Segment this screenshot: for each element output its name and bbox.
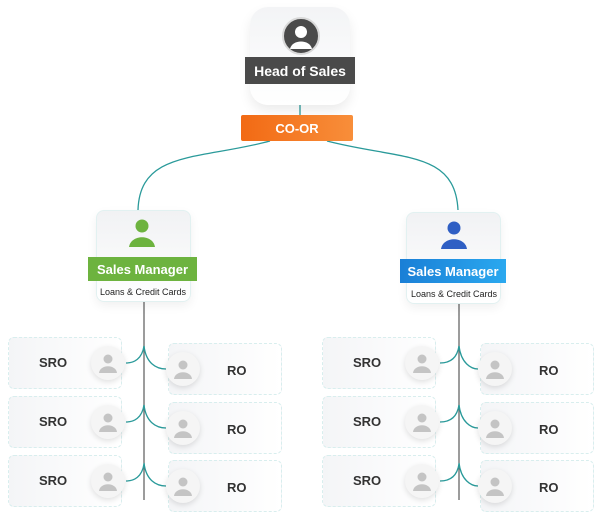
user-icon [405,464,439,498]
user-icon [282,17,320,55]
branch-connector [143,345,167,370]
role-label: RO [227,422,247,437]
sales-manager-label-left: Sales Manager [88,257,197,281]
role-label: SRO [353,414,382,429]
role-label: SRO [39,473,68,488]
user-icon [405,405,439,439]
role-label: RO [227,363,247,378]
branch-connector [439,404,460,423]
user-icon [91,464,125,498]
role-label: SRO [39,414,68,429]
user-icon [478,411,512,445]
branch-connector [458,345,479,370]
role-label: RO [227,480,247,495]
branch-connector [458,404,479,429]
user-icon [166,469,200,503]
user-icon [91,405,125,439]
user-icon [478,352,512,386]
user-icon [440,220,468,255]
branch-connector [439,345,460,364]
connector-coor-to-left-manager [137,140,271,211]
connector-coor-to-right-manager [326,140,459,211]
user-icon [478,469,512,503]
user-icon [91,346,125,380]
coordinator-button[interactable]: CO-OR [241,115,353,141]
sales-manager-subtitle-left: Loans & Credit Cards [99,287,187,297]
user-icon [405,346,439,380]
branch-connector [125,404,145,423]
role-label: SRO [353,473,382,488]
user-icon [166,352,200,386]
role-label: SRO [39,355,68,370]
user-icon [128,218,156,253]
branch-connector [125,463,145,482]
head-of-sales-label: Head of Sales [245,57,355,84]
user-icon [166,411,200,445]
sales-manager-label-right: Sales Manager [400,259,506,283]
branch-connector [439,463,460,482]
role-label: SRO [353,355,382,370]
role-label: RO [539,480,559,495]
sales-manager-subtitle-right: Loans & Credit Cards [410,289,498,299]
role-label: RO [539,363,559,378]
branch-connector [143,462,167,487]
branch-connector [143,404,167,429]
role-label: RO [539,422,559,437]
branch-connector [125,345,145,364]
branch-connector [458,462,479,487]
